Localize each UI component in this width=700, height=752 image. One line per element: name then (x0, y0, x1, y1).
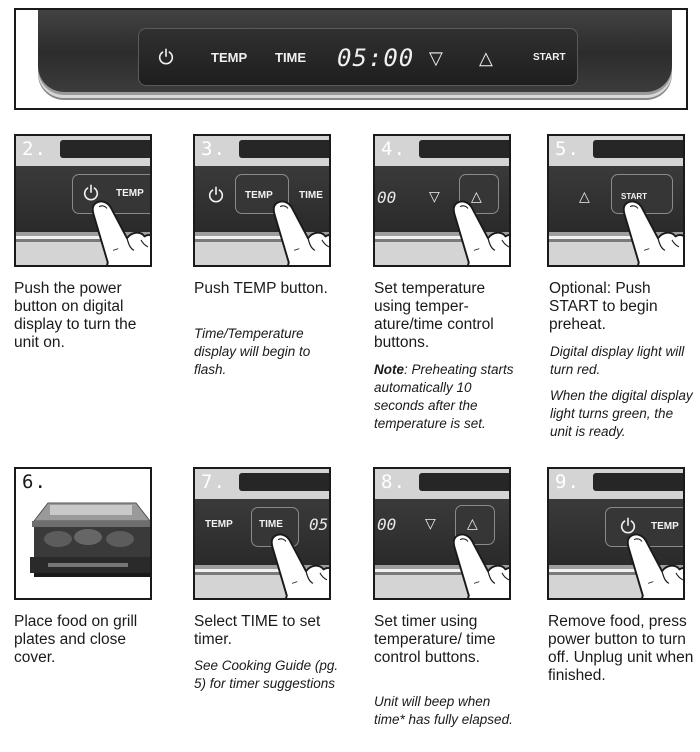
start-button-label: START (533, 52, 566, 63)
finger-icon (271, 531, 331, 600)
temp-label: TEMP (245, 190, 273, 201)
temp-label: TEMP (205, 519, 233, 530)
step-9-photo: 9. TEMP (547, 467, 685, 600)
step-5-number: 5. (555, 138, 580, 160)
step-7-number: 7. (201, 471, 226, 493)
digital-display-panel: TEMP TIME 05:00 ▽ △ START (138, 28, 578, 86)
step-3-instruction: Push TEMP button. (194, 280, 328, 297)
finger-icon (623, 198, 685, 267)
time-button-label: TIME (275, 50, 307, 65)
time-digits: 05 (309, 515, 329, 534)
step-2-number: 2. (22, 138, 47, 160)
step-4-note-label: Note (374, 362, 404, 377)
finger-icon (92, 198, 152, 267)
finger-icon (453, 198, 511, 267)
step-8-instruction: Set timer using temperature/ time contro… (374, 613, 496, 666)
step-7-photo: 7. TEMP TIME 05 (193, 467, 331, 600)
timer-digits: 00 (377, 515, 397, 534)
finger-icon (453, 531, 511, 600)
step-9-number: 9. (555, 471, 580, 493)
power-icon (157, 48, 175, 66)
up-arrow-icon: △ (479, 48, 493, 68)
step-2-instruction: Push the power button on digital display… (14, 280, 137, 351)
step-4-instruction: Set temperature using temper-ature/time … (374, 280, 494, 351)
down-arrow-icon: ▽ (429, 188, 440, 204)
step-2-photo: 2. TEMP (14, 134, 152, 267)
step-6-instruction: Place food on grill plates and close cov… (14, 613, 138, 666)
down-arrow-icon: ▽ (425, 515, 436, 531)
time-label: TIME (299, 190, 323, 201)
step-8-photo: 8. 00 ▽ △ (373, 467, 511, 600)
temp-button-label: TEMP (211, 50, 248, 65)
up-arrow-icon: △ (471, 188, 482, 204)
temperature-digits: 00 (377, 188, 397, 207)
step-6-photo: 6. (14, 467, 152, 600)
step-4-photo: 4. 00 ▽ △ (373, 134, 511, 267)
start-label: START (621, 192, 648, 201)
step-5-note-2: When the digital display light turns gre… (550, 388, 693, 439)
power-icon (207, 186, 225, 204)
step-5-note: Digital display light will turn red. (550, 344, 685, 377)
up-arrow-icon: △ (467, 515, 478, 531)
temp-label: TEMP (116, 188, 144, 199)
step-7-note: See Cooking Guide (pg. 5) for timer sugg… (194, 658, 339, 691)
step-7-instruction: Select TIME to set timer. (194, 613, 321, 648)
step-3-photo: 3. TEMP TIME (193, 134, 331, 267)
step-4-note: Note: Preheating starts automatically 10… (374, 361, 524, 433)
time-readout: 05:00 (337, 44, 415, 72)
time-label: TIME (259, 519, 283, 530)
up-arrow-icon: △ (579, 188, 590, 204)
grill-appliance-illustration (30, 502, 150, 577)
control-panel-illustration: TEMP TIME 05:00 ▽ △ START (14, 8, 688, 110)
temp-label: TEMP (651, 521, 679, 532)
step-4-number: 4. (381, 138, 406, 160)
step-6-number: 6. (22, 471, 47, 493)
step-9-instruction: Remove food, press power button to turn … (548, 613, 694, 684)
step-8-note: Unit will beep when time* has fully elap… (374, 694, 513, 727)
step-3-number: 3. (201, 138, 226, 160)
finger-icon (627, 531, 685, 600)
finger-icon (273, 198, 331, 267)
step-8-number: 8. (381, 471, 406, 493)
down-arrow-icon: ▽ (429, 48, 443, 68)
step-5-photo: 5. △ START (547, 134, 685, 267)
step-5-instruction: Optional: Push START to begin preheat. (549, 280, 658, 333)
step-3-note: Time/Temperature display will begin to f… (194, 326, 311, 377)
step-4-note-text: : Preheating starts automatically 10 sec… (374, 362, 514, 431)
